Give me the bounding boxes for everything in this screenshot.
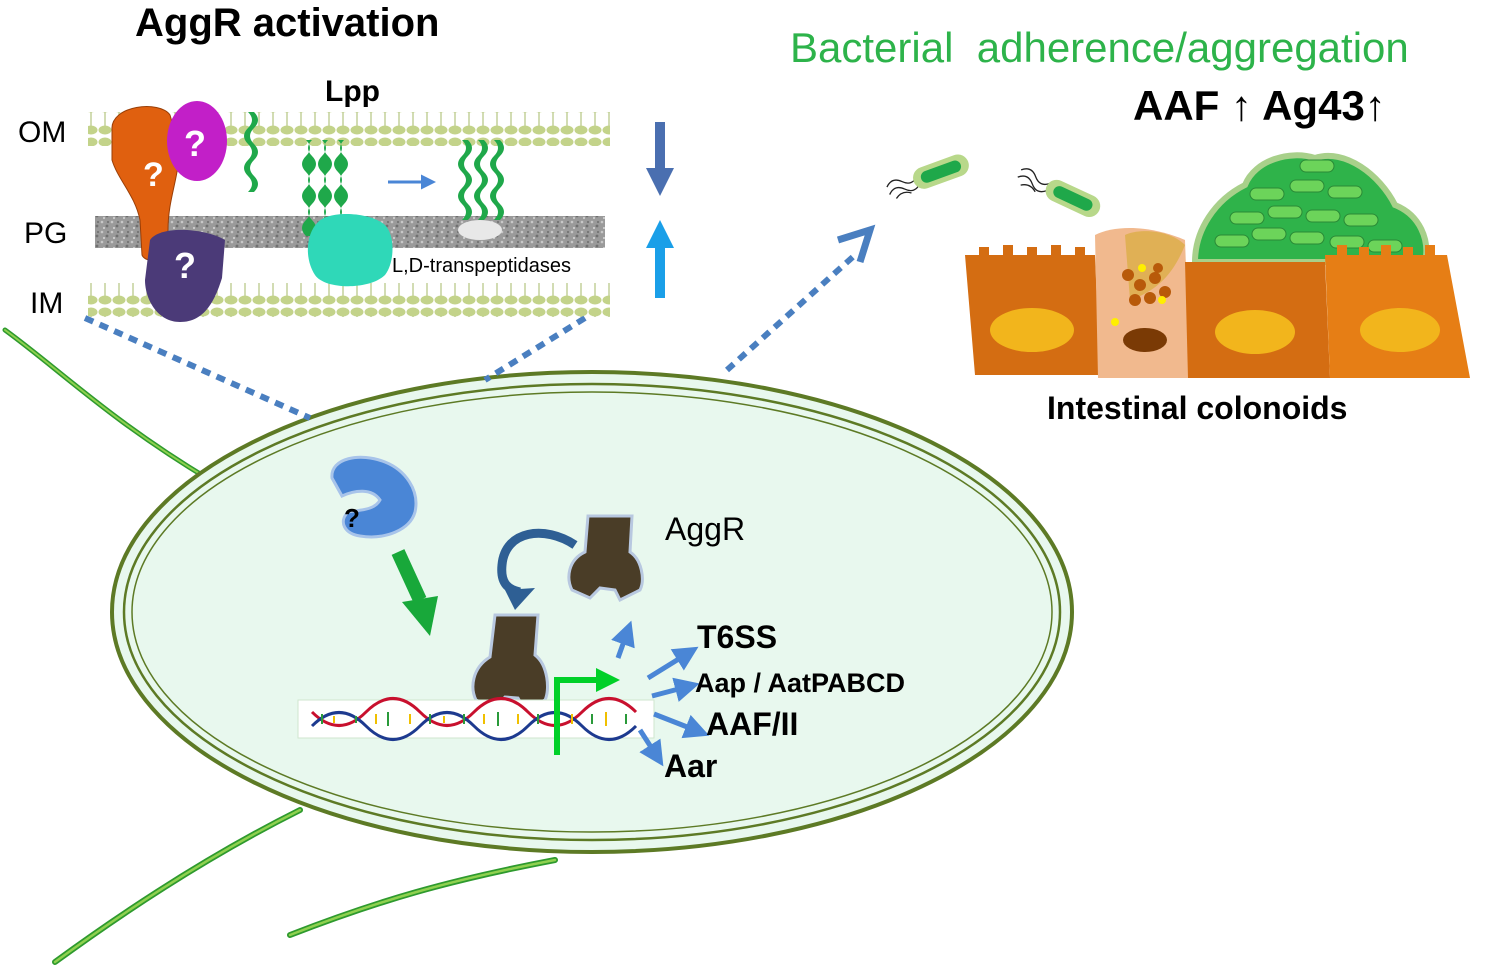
biofilm-cells <box>1214 159 1403 253</box>
membrane-panel: AggR activation OM PG IM Lpp ? ? ? <box>18 1 674 322</box>
intestinal-epithelium <box>965 228 1470 378</box>
target-aaf-ii: AAF/II <box>706 706 798 742</box>
layer-label-im: IM <box>30 287 63 320</box>
im-protein <box>145 229 225 322</box>
promoter-arrowhead <box>596 668 620 692</box>
lpp-coils <box>244 112 504 236</box>
free-bacterium <box>886 154 969 199</box>
dna-helix <box>310 697 638 741</box>
colonoids-label: Intestinal colonoids <box>1047 390 1347 426</box>
free-bacterium <box>1017 168 1101 218</box>
purple-om-protein <box>167 101 227 181</box>
unknown-mark-orange: ? <box>143 156 164 194</box>
target-t6ss: T6SS <box>697 619 777 655</box>
autoregulation-arrow <box>497 528 578 597</box>
aggr-protein-lower <box>471 613 549 712</box>
target-arrows <box>611 620 710 767</box>
cell-interior: ? AggR <box>297 455 905 784</box>
activation-arrow <box>391 549 427 603</box>
autoregulation-arrowhead <box>505 588 535 610</box>
unknown-mark-purple: ? <box>184 123 206 164</box>
adherence-arrowhead <box>836 224 876 264</box>
target-aar: Aar <box>664 748 717 784</box>
layer-label-pg: PG <box>24 217 67 250</box>
aggr-protein-upper <box>567 514 644 603</box>
aggr-label: AggR <box>665 511 745 547</box>
activation-arrowhead <box>402 596 438 636</box>
upregulated-label: AAF ↑ Ag43↑ <box>1133 82 1386 129</box>
lpp-label: Lpp <box>325 75 380 108</box>
target-aap-aat: Aap / AatPABCD <box>695 668 905 698</box>
unknown-factor-mark: ? <box>344 503 360 533</box>
adherence-title: Bacterial adherence/aggregation <box>790 24 1409 71</box>
ld-transpeptidases-label: L,D-transpeptidases <box>392 255 571 277</box>
unknown-factor-shape <box>330 455 418 539</box>
unknown-mark-im: ? <box>174 245 196 286</box>
level-up-arrow <box>646 220 674 298</box>
layer-label-om: OM <box>18 116 66 149</box>
dna-box <box>297 699 655 739</box>
flagella <box>2 327 558 965</box>
promoter-arrow <box>554 677 598 755</box>
panel-title-aggr-activation: AggR activation <box>135 1 439 45</box>
level-down-arrow <box>646 122 674 196</box>
bacterial-cell <box>110 370 1074 854</box>
faded-transpeptidase <box>458 220 502 240</box>
adherence-panel: Bacterial adherence/aggregation AAF ↑ Ag… <box>790 24 1470 426</box>
zoom-connectors <box>83 252 858 421</box>
orange-envelope-protein <box>111 106 181 262</box>
ld-transpeptidase-shape <box>307 214 393 287</box>
